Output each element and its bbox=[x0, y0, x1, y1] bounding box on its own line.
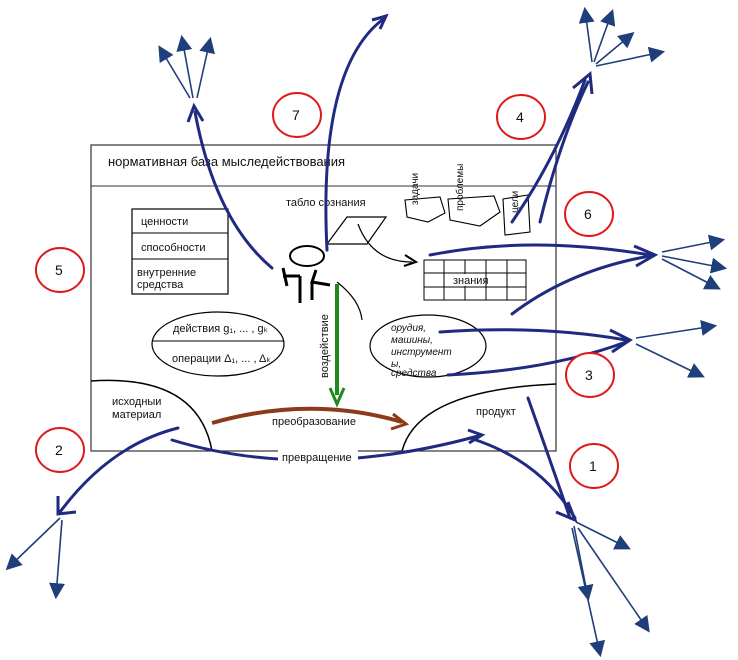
transformation-label: преобразование bbox=[272, 416, 356, 428]
impact-label: воздействие bbox=[319, 314, 331, 378]
abilities-label: способности bbox=[141, 242, 206, 254]
flow-arrow-top bbox=[324, 18, 384, 252]
frame-title: нормативная база мыследействования bbox=[108, 154, 345, 169]
svg-text:4: 4 bbox=[516, 109, 524, 125]
product-label: продукт bbox=[476, 406, 516, 418]
svg-text:1: 1 bbox=[589, 458, 597, 474]
flow-arrow-goals-2 bbox=[538, 80, 590, 224]
actions-label: действия g₁, ... , gₖ bbox=[173, 323, 268, 335]
problems-label: проблемы bbox=[454, 164, 466, 211]
goals-label: цели bbox=[510, 191, 521, 213]
operations-label: операции Δ₁, ... , Δₖ bbox=[172, 353, 271, 365]
marker-3: 3 bbox=[565, 352, 615, 398]
tasks-shape bbox=[404, 196, 446, 223]
transformation-arrow bbox=[211, 406, 403, 425]
svg-text:3: 3 bbox=[585, 367, 593, 383]
svg-text:6: 6 bbox=[584, 206, 592, 222]
flow-arrow-product-2 bbox=[526, 396, 572, 520]
marker-7: 7 bbox=[272, 92, 322, 138]
flow-arrow-upper-left bbox=[193, 110, 274, 270]
svg-text:2: 2 bbox=[55, 442, 63, 458]
source-arc bbox=[90, 379, 213, 452]
marker-6: 6 bbox=[564, 191, 614, 237]
actions-operations: действия g₁, ... , gₖ операции Δ₁, ... ,… bbox=[151, 311, 285, 377]
blackboard-shape bbox=[325, 216, 388, 245]
flow-arrow-knowledge bbox=[428, 243, 652, 257]
goals-shape bbox=[502, 194, 531, 236]
blackboard-arrow bbox=[357, 223, 413, 263]
tools-ellipse: орудия, машины, инструмент ы, средства bbox=[369, 314, 487, 379]
flow-arrow-knowledge-2 bbox=[510, 254, 652, 316]
values-label: ценности bbox=[141, 216, 188, 228]
marker-5: 5 bbox=[35, 247, 85, 293]
actor-figure bbox=[281, 245, 331, 303]
product-arc bbox=[401, 383, 557, 452]
svg-text:5: 5 bbox=[55, 262, 63, 278]
flow-arrow-source bbox=[58, 426, 180, 514]
flow-arrow-product bbox=[468, 436, 577, 520]
flow-arrow-tools-2 bbox=[446, 340, 628, 377]
knowledge-grid bbox=[423, 259, 527, 301]
conversion-label: превращение bbox=[282, 452, 352, 464]
knowledge-label: знания bbox=[453, 275, 488, 287]
tasks-label: задачи bbox=[410, 173, 421, 205]
flow-arrow-tools bbox=[438, 328, 628, 342]
marker-1: 1 bbox=[569, 443, 619, 489]
flow-arrow-goals bbox=[510, 78, 587, 224]
marker-2: 2 bbox=[35, 427, 85, 473]
marker-4: 4 bbox=[496, 94, 546, 140]
problems-shape bbox=[447, 195, 501, 227]
svg-text:7: 7 bbox=[292, 107, 300, 123]
tools-label: орудия, машины, инструмент ы, средства bbox=[391, 323, 455, 379]
